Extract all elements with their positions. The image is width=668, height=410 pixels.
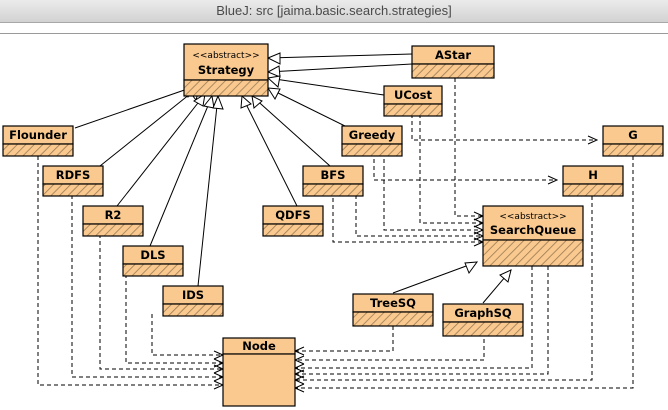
class-strategy-name: Strategy: [198, 63, 255, 77]
class-searchqueue[interactable]: <<abstract>> SearchQueue: [482, 205, 584, 267]
class-flounder[interactable]: Flounder: [2, 125, 74, 157]
class-dls-name: DLS: [140, 248, 165, 262]
class-node-name: Node: [242, 339, 276, 353]
window-title: BlueJ: src [jaima.basic.search.strategie…: [216, 3, 452, 18]
class-bfs[interactable]: BFS: [302, 165, 364, 197]
class-treesq[interactable]: TreeSQ: [352, 293, 434, 327]
class-h-name: H: [588, 168, 598, 182]
class-graphsq-name: GraphSQ: [454, 306, 512, 320]
class-astar-name: AStar: [435, 48, 471, 62]
class-greedy-name: Greedy: [349, 128, 396, 142]
class-strategy[interactable]: <<abstract>> Strategy: [183, 43, 269, 97]
class-ucost-name: UCost: [394, 88, 433, 102]
class-g-name: G: [628, 128, 637, 142]
class-r2[interactable]: R2: [82, 205, 144, 237]
class-rdfs-name: RDFS: [56, 168, 91, 182]
class-dls[interactable]: DLS: [122, 245, 184, 277]
class-treesq-name: TreeSQ: [370, 296, 416, 310]
class-rdfs[interactable]: RDFS: [42, 165, 104, 197]
window-titlebar: BlueJ: src [jaima.basic.search.strategie…: [0, 0, 668, 23]
class-ucost[interactable]: UCost: [383, 85, 443, 117]
class-graphsq[interactable]: GraphSQ: [442, 303, 524, 337]
class-r2-name: R2: [105, 208, 122, 222]
class-ids-name: IDS: [182, 288, 204, 302]
class-g[interactable]: G: [602, 125, 664, 157]
class-h[interactable]: H: [562, 165, 624, 197]
class-qdfs-name: QDFS: [275, 208, 310, 222]
canvas-top-border: [0, 33, 668, 34]
class-qdfs[interactable]: QDFS: [262, 205, 324, 237]
class-strategy-stereotype: <<abstract>>: [192, 51, 259, 61]
class-astar[interactable]: AStar: [411, 45, 495, 79]
class-ids[interactable]: IDS: [162, 285, 224, 317]
class-flounder-name: Flounder: [9, 128, 67, 142]
class-bfs-name: BFS: [321, 168, 346, 182]
class-searchqueue-name: SearchQueue: [490, 223, 576, 237]
class-searchqueue-stereotype: <<abstract>>: [499, 212, 566, 222]
class-greedy[interactable]: Greedy: [341, 125, 403, 157]
class-node[interactable]: Node: [222, 337, 296, 407]
